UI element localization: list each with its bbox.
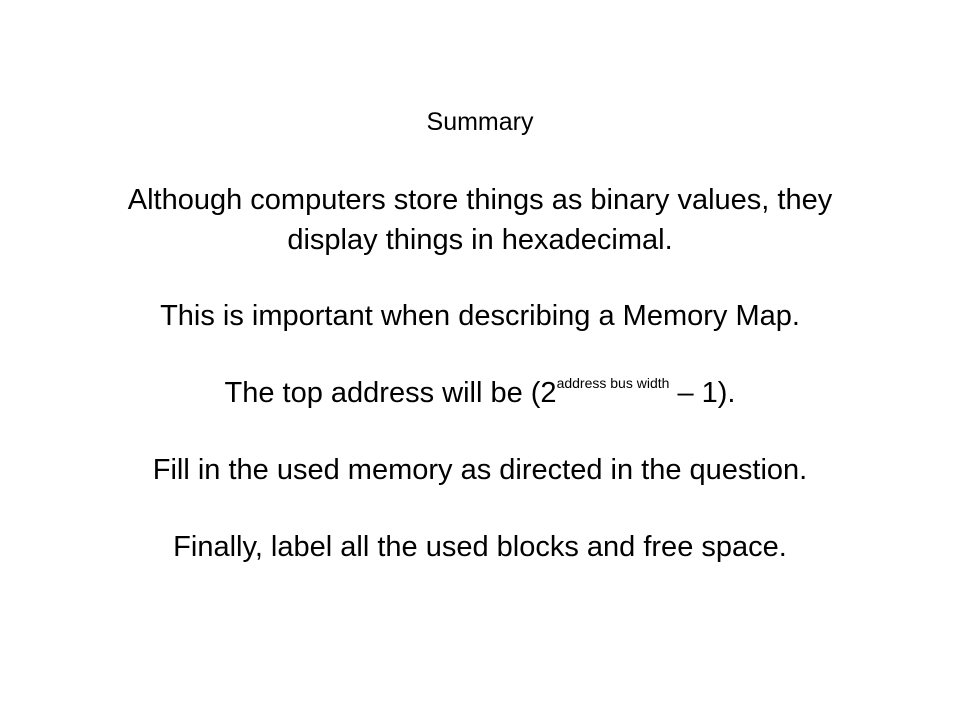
summary-line-binary: Although computers store things as binar… [127,184,833,216]
slide-title: Summary [426,108,534,136]
summary-line-fill-memory: Fill in the used memory as directed in t… [152,454,808,486]
summary-line-hexadecimal: display things in hexadecimal. [287,224,673,256]
top-address-text: The top address will be (2 [224,377,557,409]
summary-line-memory-map: This is important when describing a Memo… [160,300,800,332]
summary-line-label-blocks: Finally, label all the used blocks and f… [173,531,787,563]
summary-line-top-address: The top address will be (2address bus wi… [0,375,960,411]
top-address-exponent: address bus width [556,375,670,391]
top-address-suffix: – 1). [669,377,736,409]
